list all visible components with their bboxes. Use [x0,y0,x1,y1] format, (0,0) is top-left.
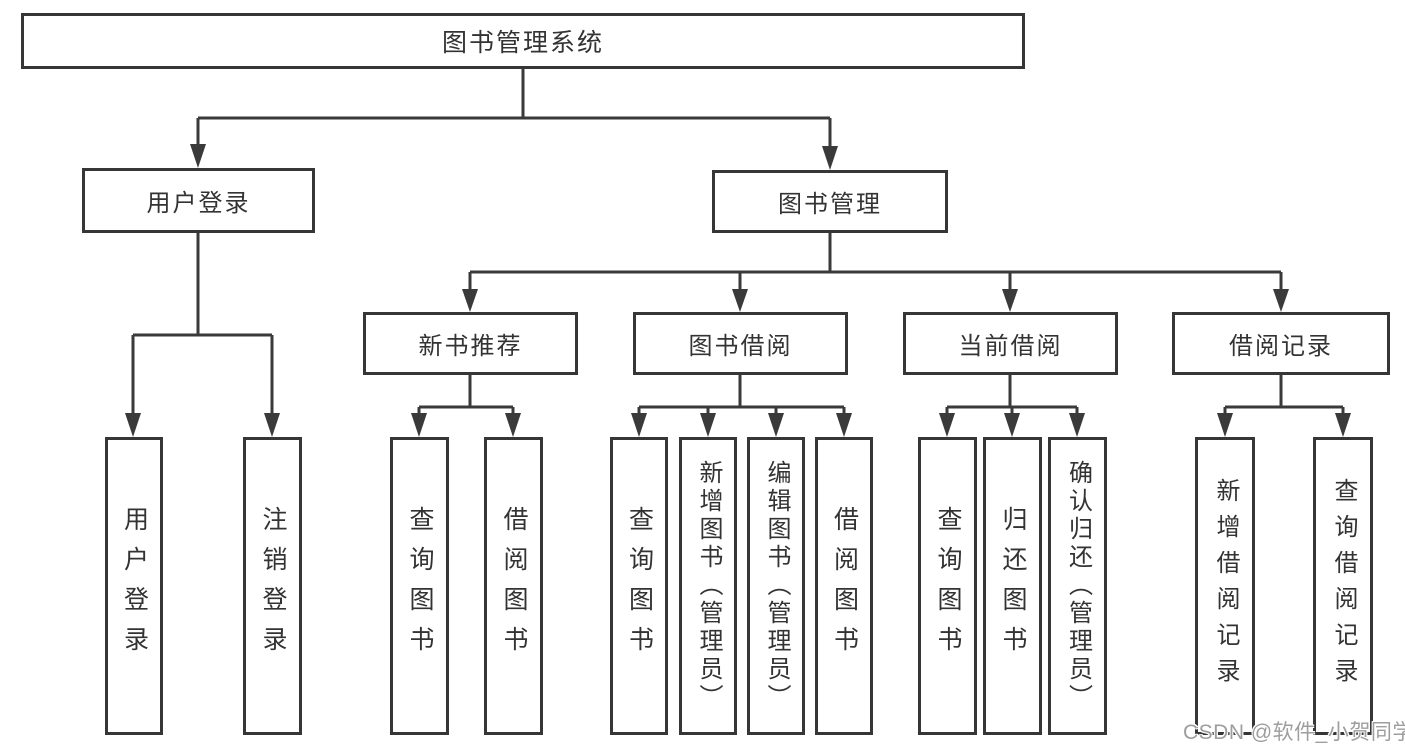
node-borrow-record-label: 借阅记录 [1229,333,1333,360]
leaf-query-book-1: 查询图书 [390,437,449,735]
leaf-query-book-1-label: 查询图书 [406,506,434,666]
leaf-query-book-2: 查询图书 [610,437,668,735]
csdn-watermark: CSDN @软件_小贺同学 [1183,721,1405,744]
connector-current-borrow-children [939,375,1085,437]
node-system-root-label: 图书管理系统 [441,29,604,57]
node-new-book-recommend: 新书推荐 [363,312,578,375]
leaf-borrow-book-1: 借阅图书 [484,437,543,735]
leaf-edit-book-admin: 编辑图书（管理员） [747,437,805,735]
leaf-query-book-3: 查询图书 [918,437,977,735]
leaf-edit-book-admin-label: 编辑图书（管理员） [763,460,790,712]
leaf-return-book: 归还图书 [983,437,1042,735]
node-user-login-label: 用户登录 [146,190,251,217]
leaf-add-borrow-record: 新增借阅记录 [1195,437,1255,735]
leaf-query-borrow-record-label: 查询借阅记录 [1330,478,1357,694]
leaf-logout: 注销登录 [243,437,302,735]
leaf-add-book-admin: 新增图书（管理员） [679,437,737,735]
leaf-user-login-label: 用户登录 [120,506,149,666]
connector-user-login-children [125,233,280,437]
leaf-user-login: 用户登录 [105,437,163,735]
leaf-return-book-label: 归还图书 [999,506,1027,666]
connector-root-to-level2 [190,69,838,170]
node-system-root: 图书管理系统 [21,13,1025,69]
leaf-add-book-admin-label: 新增图书（管理员） [695,460,722,712]
node-borrow-record: 借阅记录 [1172,312,1390,375]
leaf-borrow-book-2: 借阅图书 [815,437,873,735]
connector-new-book-children [411,375,521,437]
leaf-logout-label: 注销登录 [259,506,287,666]
node-new-book-recommend-label: 新书推荐 [418,333,523,360]
leaf-add-borrow-record-label: 新增借阅记录 [1212,478,1239,694]
node-user-login: 用户登录 [82,168,315,233]
leaf-query-book-3-label: 查询图书 [934,506,962,666]
node-current-borrow-label: 当前借阅 [958,333,1063,360]
connector-book-mgmt-children [462,233,1289,312]
node-book-borrow: 图书借阅 [633,312,848,375]
leaf-confirm-return-admin-label: 确认归还（管理员） [1064,460,1092,712]
connector-borrow-record-children [1217,375,1351,437]
leaf-confirm-return-admin: 确认归还（管理员） [1048,437,1107,735]
node-current-borrow: 当前借阅 [903,312,1118,375]
connector-book-borrow-children [631,375,852,437]
node-book-borrow-label: 图书借阅 [688,333,793,360]
leaf-borrow-book-2-label: 借阅图书 [830,506,859,666]
node-book-management: 图书管理 [712,170,948,233]
node-book-management-label: 图书管理 [778,191,882,218]
leaf-query-book-2-label: 查询图书 [625,506,654,666]
leaf-borrow-book-1-label: 借阅图书 [500,506,528,666]
leaf-query-borrow-record: 查询借阅记录 [1313,437,1373,735]
